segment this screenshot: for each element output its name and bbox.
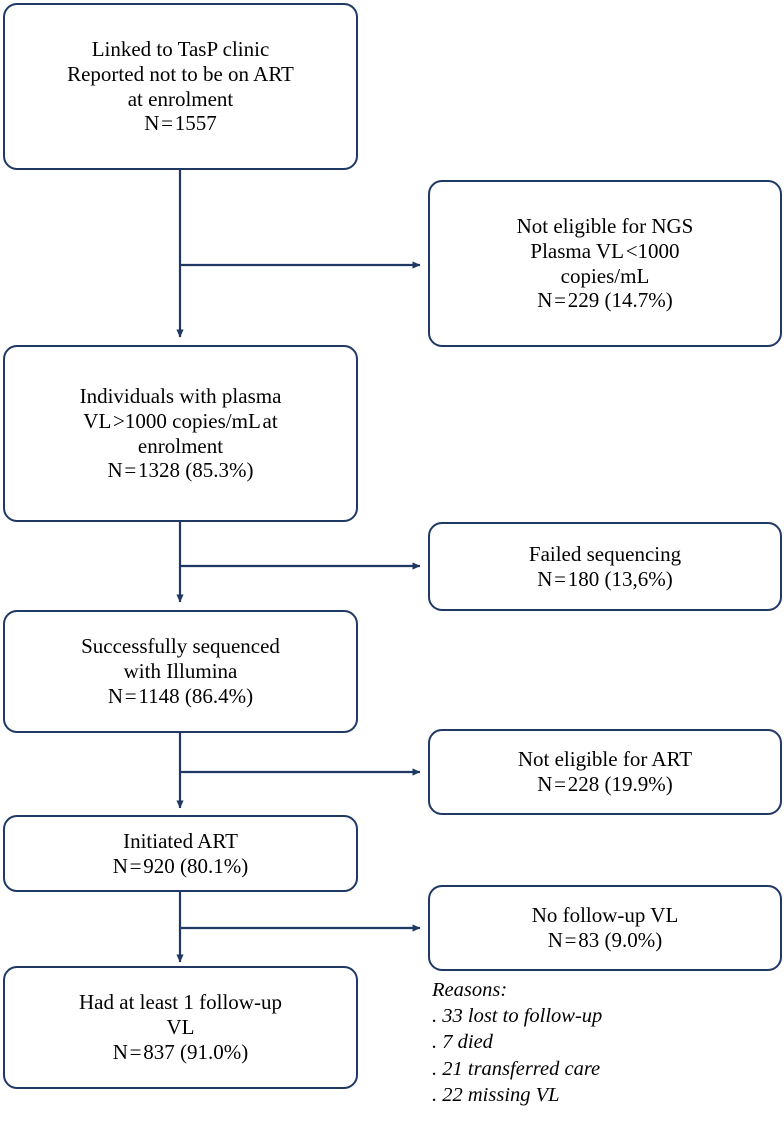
node-linked-to-tasp-clinic: Linked to TasP clinic Reported not to be…: [3, 3, 358, 170]
node-not-eligible-for-ngs: Not eligible for NGS Plasma VL <1000 cop…: [428, 180, 782, 347]
node-no-follow-up-vl: No follow-up VL N = 83 (9.0%): [428, 885, 782, 971]
node-initiated-art: Initiated ART N = 920 (80.1%): [3, 815, 358, 892]
node-successfully-sequenced: Successfully sequenced with Illumina N =…: [3, 610, 358, 733]
node-failed-sequencing: Failed sequencing N = 180 (13,6%): [428, 522, 782, 611]
node-not-eligible-for-art: Not eligible for ART N = 228 (19.9%): [428, 729, 782, 815]
node-individuals-with-plasma-vl: Individuals with plasma VL >1000 copies/…: [3, 345, 358, 522]
reasons-list: Reasons: . 33 lost to follow-up . 7 died…: [432, 979, 603, 1106]
node-had-at-least-1-follow-up-vl: Had at least 1 follow-up VL N = 837 (91.…: [3, 966, 358, 1089]
